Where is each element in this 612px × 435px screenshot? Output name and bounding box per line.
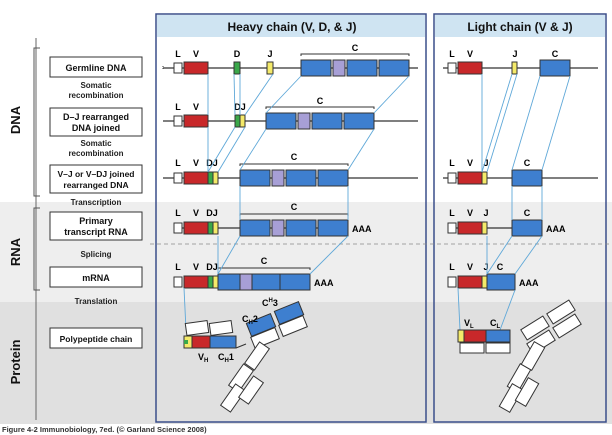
heavy-leader-1 [173, 62, 183, 74]
heavy-label-c-3: C [291, 152, 298, 162]
primary-transcript-box [49, 211, 143, 241]
germline-label: Germline DNA [65, 63, 127, 73]
somatic-step-1a: Somatic [80, 81, 112, 90]
heavy-label-l-2: L [175, 102, 181, 112]
heavy-chain-panel: Heavy chain (V, D, & J) [155, 13, 427, 423]
somatic-step-1b: recombination [68, 91, 123, 100]
light-label-v-4: V [467, 208, 473, 218]
heavy-polya-primary: AAA [352, 224, 372, 234]
heavy-label-l-3: L [175, 158, 181, 168]
dj-rearranged-label-1: D–J rearranged [63, 112, 129, 122]
dj-rearranged-box [49, 107, 143, 137]
heavy-label-dj-4: DJ [206, 208, 218, 218]
heavy-label-l-5: L [175, 262, 181, 272]
heavy-connectors [183, 73, 410, 331]
heavy-label-c-1: C [352, 43, 359, 53]
ch2-label: CH2 [242, 314, 258, 326]
heavy-label-d-1: D [234, 49, 241, 59]
heavy-label-j-1: J [267, 49, 272, 59]
heavy-label-v-1: V [193, 49, 199, 59]
light-polya-primary: AAA [546, 224, 566, 234]
vdj-joined-label-1: V–J or V–DJ joined [58, 169, 135, 179]
light-primary-row: AAA L V J C [447, 208, 566, 237]
heavy-d-1 [233, 61, 241, 75]
figure-caption: Figure 4-2 Immunobiology, 7ed. (© Garlan… [2, 425, 207, 434]
heavy-primary-row: AAA L V DJ C [173, 202, 372, 237]
light-label-j-1: J [512, 49, 517, 59]
heavy-chain-title: Heavy chain (V, D, & J) [228, 20, 357, 34]
splicing-step: Splicing [80, 250, 111, 259]
heavy-mrna-row: AAA L V DJ C [173, 256, 334, 291]
heavy-label-l-4: L [175, 208, 181, 218]
light-label-l-3: L [449, 158, 455, 168]
light-chain-panel: Light chain (V & J) [433, 13, 607, 423]
heavy-germline-row: L V D J C [162, 43, 418, 77]
transcription-step: Transcription [71, 198, 122, 207]
germline-box [49, 56, 143, 78]
heavy-label-l-1: L [175, 49, 181, 59]
translation-step: Translation [75, 297, 118, 306]
stage-column: Germline DNA Somatic recombination D–J r… [49, 56, 143, 349]
dj-rearranged-label-2: DNA joined [72, 123, 120, 133]
light-label-j-4: J [483, 208, 488, 218]
vdj-joined-box [49, 164, 143, 194]
heavy-vdj-row: L V DJ C [163, 152, 418, 187]
light-label-l-4: L [449, 208, 455, 218]
heavy-label-c-5: C [261, 256, 268, 266]
light-germline-row: L V J C [443, 49, 598, 77]
heavy-label-c-4: C [291, 202, 298, 212]
light-connectors [457, 73, 571, 331]
somatic-step-2a: Somatic [80, 139, 112, 148]
light-label-j-3: J [483, 158, 488, 168]
light-label-c-5: C [497, 262, 504, 272]
light-chain-header [435, 15, 605, 37]
light-label-v-5: V [467, 262, 473, 272]
light-label-c-3: C [524, 158, 531, 168]
light-label-c-4: C [524, 208, 531, 218]
mrna-box [49, 266, 143, 288]
polypeptide-box [49, 327, 143, 349]
heavy-v-1 [183, 61, 209, 75]
protein-band [0, 302, 612, 424]
heavy-label-c-2: C [317, 96, 324, 106]
mrna-label: mRNA [82, 273, 110, 283]
dna-label: DNA [8, 105, 23, 134]
rna-label: RNA [8, 237, 23, 266]
light-mrna-row: AAA L V J C [447, 262, 539, 291]
protein-label: Protein [8, 340, 23, 385]
vdj-joined-label-2: rearranged DNA [63, 180, 128, 190]
light-label-l-1: L [449, 49, 455, 59]
light-label-c-1: C [552, 49, 559, 59]
somatic-step-2b: recombination [68, 149, 123, 158]
ch1-label: CH1 [218, 352, 234, 364]
light-polya-mrna: AAA [519, 278, 539, 288]
light-chain-title: Light chain (V & J) [467, 20, 572, 34]
vh-label: VH [198, 352, 208, 364]
light-antibody-protein: VL CL [457, 299, 582, 413]
section-labels: DNA RNA Protein [8, 38, 40, 420]
heavy-label-v-3: V [193, 158, 199, 168]
light-label-l-5: L [449, 262, 455, 272]
ch3-label: CH3 [262, 298, 278, 308]
light-label-v-3: V [467, 158, 473, 168]
vl-label: VL [464, 318, 474, 330]
polypeptide-label: Polypeptide chain [60, 334, 133, 344]
heavy-label-dj-5: DJ [206, 262, 218, 272]
heavy-label-v-4: V [193, 208, 199, 218]
light-vj-row: L V J C [443, 158, 598, 187]
light-label-j-5: J [483, 262, 488, 272]
heavy-polya-mrna: AAA [314, 278, 334, 288]
heavy-j-1 [266, 61, 274, 75]
cl-label: CL [490, 318, 501, 330]
heavy-chain-header [157, 15, 425, 37]
heavy-label-v-5: V [193, 262, 199, 272]
light-label-v-1: V [467, 49, 473, 59]
primary-transcript-label-1: Primary [79, 216, 113, 226]
heavy-label-v-2: V [193, 102, 199, 112]
heavy-label-dj-3: DJ [206, 158, 218, 168]
primary-transcript-label-2: transcript RNA [64, 227, 128, 237]
heavy-antibody-protein: VH CH1 CH2 CH3 [183, 298, 308, 413]
